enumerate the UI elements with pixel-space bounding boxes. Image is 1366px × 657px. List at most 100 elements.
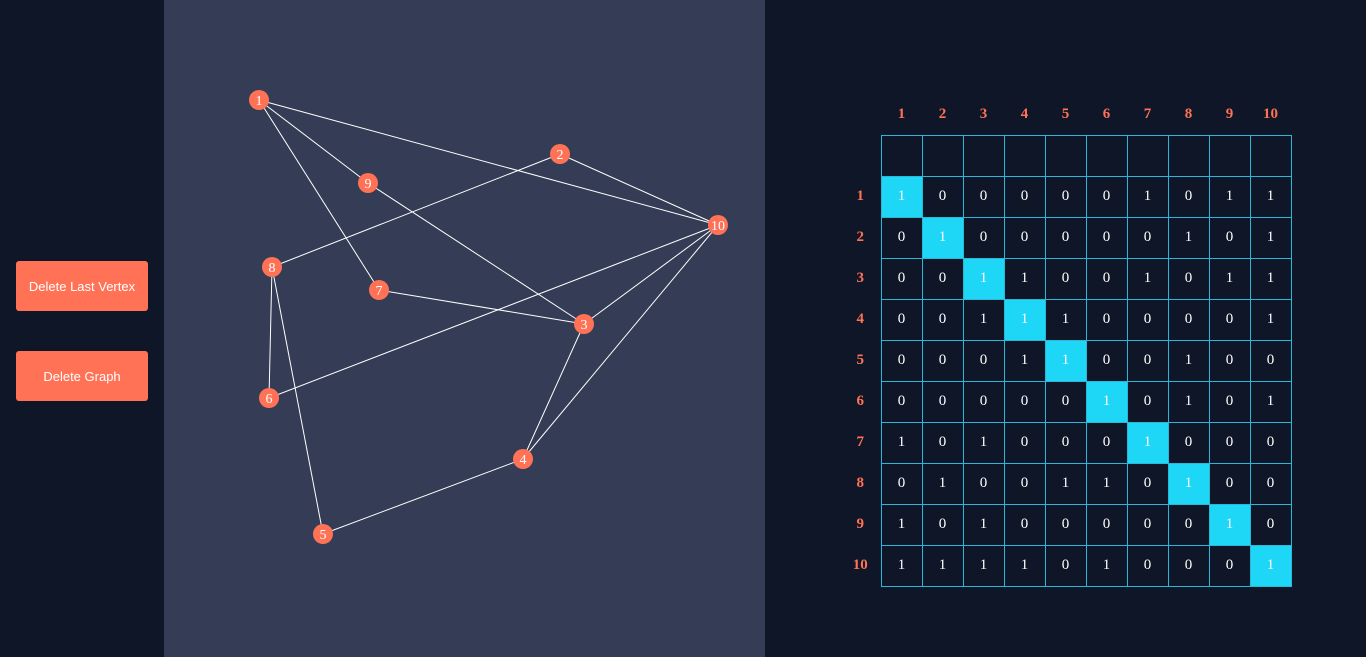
vertex-circle[interactable]	[313, 524, 333, 544]
matrix-cell: 0	[1085, 175, 1128, 218]
matrix-cell: 1	[1249, 175, 1292, 218]
matrix-cell: 0	[1003, 175, 1046, 218]
vertex-label: 4	[520, 453, 527, 468]
edge-1-10	[258, 99, 719, 226]
matrix-cell: 1	[880, 503, 923, 546]
matrix-cell: 0	[1126, 339, 1169, 382]
matrix-cell: 1	[1003, 339, 1046, 382]
matrix-row-header: 1	[856, 188, 865, 204]
matrix-cell: 0	[1208, 380, 1251, 423]
vertex-6[interactable]: 6	[259, 388, 279, 408]
matrix-cell: 1	[1085, 380, 1128, 423]
matrix-cell: 0	[962, 216, 1005, 259]
edge-3-10	[583, 224, 719, 325]
matrix-cell: 1	[962, 544, 1005, 587]
matrix-cell: 0	[1249, 503, 1292, 546]
matrix-cell: 0	[921, 380, 964, 423]
delete-last-vertex-button[interactable]: Delete Last Vertex	[16, 261, 148, 311]
matrix-cell: 0	[1126, 216, 1169, 259]
vertex-5[interactable]: 5	[313, 524, 333, 544]
matrix-cell: 1	[880, 544, 923, 587]
matrix-cell: 1	[921, 216, 964, 259]
vertex-circle[interactable]	[513, 449, 533, 469]
matrix-row-header: 7	[856, 434, 865, 450]
vertex-circle[interactable]	[708, 215, 728, 235]
matrix-cell: 0	[1085, 257, 1128, 300]
matrix-cell: 1	[1208, 257, 1251, 300]
matrix-cell: 0	[1208, 462, 1251, 505]
graph-canvas[interactable]: 1 2 3 4 5 6 7 8 9 10	[164, 0, 765, 657]
matrix-cell: 1	[1126, 175, 1169, 218]
matrix-cell: 0	[1208, 339, 1251, 382]
vertex-circle[interactable]	[358, 173, 378, 193]
matrix-cell: 0	[1167, 544, 1210, 587]
vertex-label: 6	[266, 392, 273, 407]
matrix-cell: 1	[962, 298, 1005, 341]
graph-drawing[interactable]: 1 2 3 4 5 6 7 8 9 10	[164, 0, 765, 657]
matrix-cell: 1	[1249, 380, 1292, 423]
matrix-cell: 1	[1249, 544, 1292, 587]
vertex-8[interactable]: 8	[262, 257, 282, 277]
matrix-spacer	[840, 134, 1292, 177]
vertex-label: 8	[269, 261, 276, 276]
vertex-7[interactable]: 7	[369, 280, 389, 300]
matrix-cell: 1	[1208, 175, 1251, 218]
vertex-1[interactable]: 1	[249, 90, 269, 110]
matrix-cell: 1	[1003, 257, 1046, 300]
matrix-col-header: 4	[1020, 105, 1029, 122]
matrix-cell: 0	[880, 298, 923, 341]
matrix-cell: 0	[1085, 298, 1128, 341]
vertex-circle[interactable]	[550, 144, 570, 164]
vertex-4[interactable]: 4	[513, 449, 533, 469]
matrix-cell: 0	[880, 257, 923, 300]
matrix-cell: 0	[880, 380, 923, 423]
matrix-cell: 0	[1044, 175, 1087, 218]
matrix-cell: 1	[1208, 503, 1251, 546]
matrix-cell: 1	[921, 544, 964, 587]
vertex-circle[interactable]	[574, 314, 594, 334]
matrix-cell: 0	[1249, 339, 1292, 382]
matrix-cell: 0	[880, 339, 923, 382]
vertex-circle[interactable]	[249, 90, 269, 110]
edge-5-8	[271, 266, 324, 535]
matrix-cell: 0	[1167, 421, 1210, 464]
vertex-circle[interactable]	[369, 280, 389, 300]
matrix-row-header: 4	[856, 311, 865, 327]
matrix-cell: 0	[1044, 544, 1087, 587]
vertex-circle[interactable]	[262, 257, 282, 277]
matrix-cell: 1	[921, 462, 964, 505]
matrix-row-header: 10	[852, 557, 868, 573]
matrix-cell: 1	[962, 503, 1005, 546]
delete-graph-button[interactable]: Delete Graph	[16, 351, 148, 401]
matrix-cell: 0	[1167, 257, 1210, 300]
matrix-cell: 1	[1044, 462, 1087, 505]
vertex-2[interactable]: 2	[550, 144, 570, 164]
vertex-9[interactable]: 9	[358, 173, 378, 193]
matrix-cell: 1	[880, 421, 923, 464]
matrix-cell: 1	[962, 421, 1005, 464]
matrix-cell: 0	[1044, 421, 1087, 464]
vertex-label: 2	[557, 148, 564, 163]
vertex-circle[interactable]	[259, 388, 279, 408]
matrix-cell: 1	[1249, 298, 1292, 341]
matrix-cell: 0	[880, 462, 923, 505]
matrix-cell: 0	[962, 462, 1005, 505]
matrix-cell: 0	[1044, 380, 1087, 423]
edge-3-9	[367, 182, 585, 325]
matrix-cell: 1	[1126, 421, 1169, 464]
vertex-10[interactable]: 10	[708, 215, 728, 235]
matrix-cell: 0	[1126, 503, 1169, 546]
matrix-cell: 0	[962, 380, 1005, 423]
matrix-cell: 0	[921, 175, 964, 218]
matrix-col-header: 2	[938, 105, 947, 122]
matrix-cell: 1	[1085, 544, 1128, 587]
edge-6-10	[268, 224, 719, 399]
vertex-3[interactable]: 3	[574, 314, 594, 334]
matrix-col-header: 5	[1061, 105, 1070, 122]
edge-1-9	[258, 99, 369, 184]
vertex-label: 5	[320, 528, 327, 543]
